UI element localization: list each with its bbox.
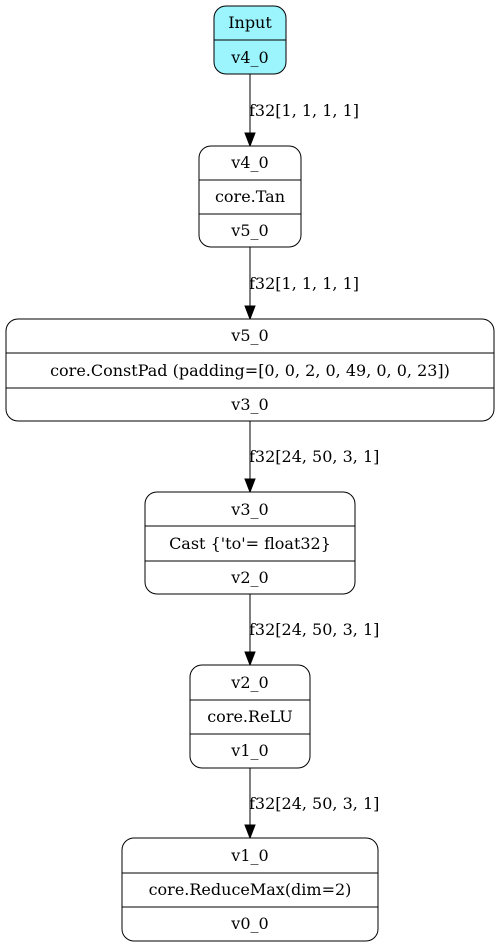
edge-input-to-tan: f32[1, 1, 1, 1] [244,74,359,148]
node-output: v4_0 [230,48,268,67]
edge-label: f32[24, 50, 3, 1] [249,447,379,466]
node-op: core.Tan [215,187,285,206]
node-box [121,837,379,942]
arrowhead-icon [244,305,256,321]
edge-relu-to-reducemax: f32[24, 50, 3, 1] [244,768,379,840]
node-box [144,491,356,595]
arrowhead-icon [244,824,256,840]
node-input[interactable]: Input v4_0 [213,5,287,75]
edge-label: f32[24, 50, 3, 1] [249,794,379,813]
arrowhead-icon [244,651,256,667]
arrowhead-icon [244,132,256,148]
node-op: Cast {'to'= float32} [169,534,331,553]
edge-label: f32[24, 50, 3, 1] [249,620,379,639]
node-op: core.ReduceMax(dim=2) [149,880,352,899]
node-box [189,664,311,769]
edge-constpad-to-cast: f32[24, 50, 3, 1] [244,421,379,494]
node-output-port: v1_0 [230,741,268,760]
node-cast[interactable]: v3_0 Cast {'to'= float32} v2_0 [144,491,356,595]
edge-label: f32[1, 1, 1, 1] [249,101,359,120]
node-input-port: v1_0 [230,846,268,865]
edge-tan-to-constpad: f32[1, 1, 1, 1] [244,247,359,321]
node-box [198,145,302,248]
node-input-port: v2_0 [230,673,268,692]
node-output-port: v5_0 [230,221,268,240]
node-box [5,318,495,422]
node-relu[interactable]: v2_0 core.ReLU v1_0 [189,664,311,769]
arrowhead-icon [244,478,256,494]
node-tan[interactable]: v4_0 core.Tan v5_0 [198,145,302,248]
node-op: core.ReLU [207,707,293,726]
node-op: core.ConstPad (padding=[0, 0, 2, 0, 49, … [50,361,450,380]
node-input-port: v4_0 [230,153,268,172]
node-output-port: v0_0 [230,914,268,933]
edge-cast-to-relu: f32[24, 50, 3, 1] [244,594,379,667]
node-title: Input [228,13,272,32]
node-input-port: v5_0 [230,326,268,345]
node-constpad[interactable]: v5_0 core.ConstPad (padding=[0, 0, 2, 0,… [5,318,495,422]
node-reducemax[interactable]: v1_0 core.ReduceMax(dim=2) v0_0 [121,837,379,942]
node-output-port: v2_0 [230,568,268,587]
node-input-port: v3_0 [230,500,268,519]
edge-label: f32[1, 1, 1, 1] [249,274,359,293]
node-output-port: v3_0 [230,395,268,414]
